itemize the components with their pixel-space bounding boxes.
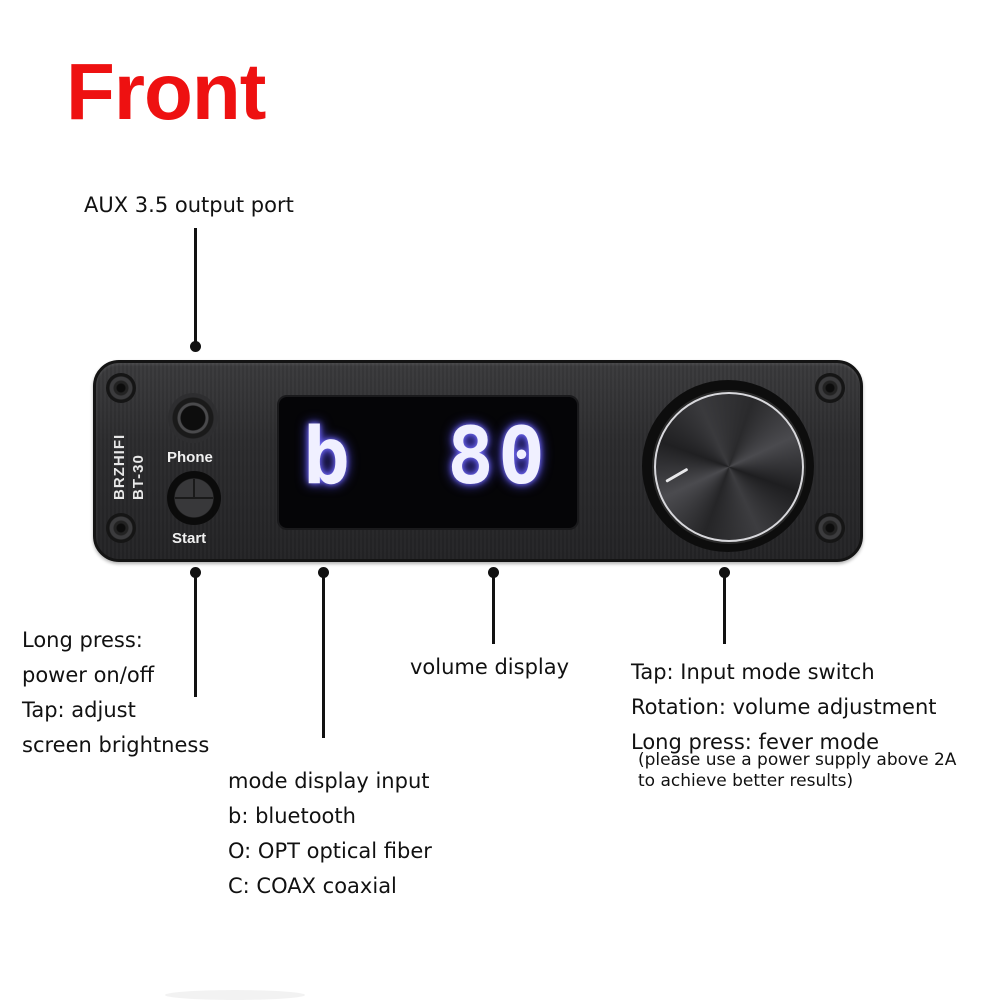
volume-leader-line [492, 572, 495, 644]
volume-display-label: volume display [410, 655, 570, 679]
note-line: (please use a power supply above 2A [638, 750, 957, 770]
screw-icon [106, 513, 136, 543]
description-line: Long press: [22, 628, 143, 652]
screw-icon [815, 513, 845, 543]
aux-jack-port[interactable] [168, 393, 218, 443]
brand-model-label: BRZHIFI BT-30 [110, 434, 148, 500]
knob-power-note: (please use a power supply above 2A to a… [638, 750, 956, 792]
volume-knob[interactable] [654, 392, 804, 542]
jack-label: Phone [167, 449, 213, 466]
screw-icon [106, 373, 136, 403]
led-display [277, 395, 579, 530]
description-line: Tap: Input mode switch [631, 660, 875, 684]
aux-leader-dot [190, 341, 201, 352]
shadow-artifact [165, 990, 305, 1000]
description-line: Long press: fever mode [631, 730, 880, 754]
volume-readout: 80 [447, 412, 549, 502]
knob-leader-line [723, 572, 726, 644]
screw-icon [815, 373, 845, 403]
description-line: O: OPT optical fiber [228, 839, 432, 863]
aux-leader-line [194, 228, 197, 346]
note-line: to achieve better results) [638, 771, 854, 791]
brand-name: BRZHIFI [111, 433, 128, 500]
page-title: Front [66, 47, 266, 136]
description-line: mode display input [228, 769, 430, 793]
description-line: b: bluetooth [228, 804, 356, 828]
start-leader-line [194, 572, 197, 697]
start-button[interactable] [167, 471, 221, 525]
start-label: Start [172, 530, 207, 547]
description-line: power on/off [22, 663, 155, 687]
aux-port-label: AUX 3.5 output port [84, 193, 294, 217]
mode-display-description: mode display input b: bluetooth O: OPT o… [228, 764, 432, 904]
model-name: BT-30 [130, 454, 147, 500]
description-line: Tap: adjust [22, 698, 136, 722]
description-line: C: COAX coaxial [228, 874, 397, 898]
mode-indicator: b [303, 412, 350, 502]
mode-leader-line [322, 572, 325, 738]
knob-description: Tap: Input mode switch Rotation: volume … [631, 655, 936, 760]
start-button-description: Long press: power on/off Tap: adjust scr… [22, 623, 209, 763]
description-line: Rotation: volume adjustment [631, 695, 937, 719]
description-line: screen brightness [22, 733, 210, 757]
